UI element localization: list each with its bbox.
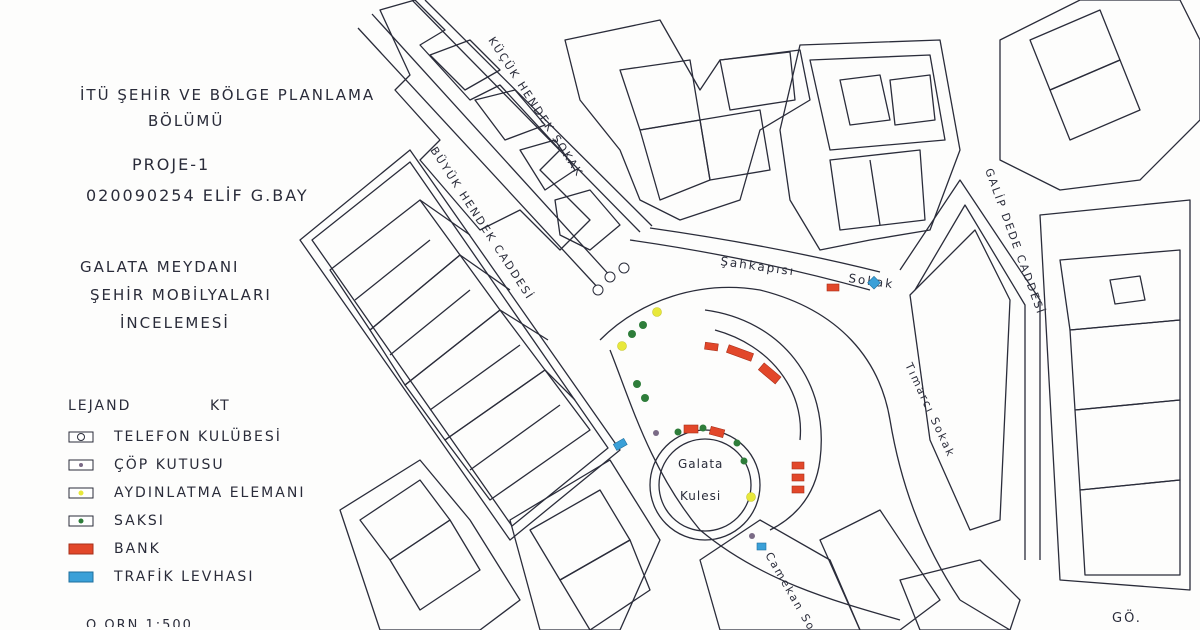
legend-heading: LEJAND [68, 398, 132, 414]
legend-row-lighting: AYDINLATMA ELEMANI [68, 483, 305, 503]
signature: GÖ. [1112, 609, 1142, 626]
lighting-icon [617, 341, 627, 351]
bench-icon [826, 283, 840, 292]
street-label-buyuk-hendek: BÜYÜK HENDEK CADDESİ [427, 145, 536, 303]
traffic-sign-icon [612, 437, 628, 451]
traffic-sign-icon [68, 571, 94, 583]
building [519, 139, 576, 191]
title-line-student: 020090254 ELİF G.BAY [86, 186, 309, 205]
bench-icon [68, 543, 94, 555]
building-block [1039, 199, 1191, 591]
legend-row-trash: ÇÖP KUTUSU [68, 455, 225, 475]
street-label-sahkapisi: Şahkapısı [720, 254, 796, 278]
trash-bin-icon [68, 459, 94, 471]
legend-label: BANK [114, 541, 161, 557]
tower-inner-ring [658, 438, 752, 532]
building-block [379, 0, 591, 251]
legend-row-traffic-sign: TRAFİK LEVHASI [68, 567, 254, 587]
street-edge [357, 27, 601, 291]
bench-icon [704, 341, 719, 352]
street-label-timarci: Tımarcı Sokak [902, 360, 958, 460]
building-block [999, 0, 1200, 191]
legend-label: TRAFİK LEVHASI [114, 569, 255, 585]
legend-row-bench: BANK [68, 539, 161, 559]
street-label-camekan: Camekan So [762, 550, 818, 630]
phone-booth-icon [604, 271, 616, 283]
title-line-university: İTÜ ŞEHİR VE BÖLGE PLANLAMA [80, 86, 376, 104]
legend-label: TELEFON KULÜBESİ [114, 429, 282, 445]
tower-label-line1: Galata [678, 457, 723, 471]
footer-partial-text: Ö ORN 1:500 [86, 618, 193, 633]
bench-icon [726, 344, 754, 362]
street-edge [411, 0, 641, 233]
subject-line3: İNCELEMESİ [120, 314, 230, 332]
bench-icon [683, 424, 699, 434]
building [474, 89, 546, 141]
subject-line2: ŞEHİR MOBİLYALARI [90, 286, 272, 304]
title-line-project: PROJE-1 [132, 155, 211, 174]
trash-bin-icon [749, 533, 755, 539]
tower-plaza-edge [704, 309, 822, 531]
building-block [299, 149, 621, 541]
building [554, 189, 621, 251]
bench-icon [708, 425, 726, 439]
phone-booth-icon [68, 431, 94, 443]
building [429, 39, 501, 91]
building-block [339, 459, 521, 630]
lighting-icon [746, 492, 756, 502]
building-block [564, 19, 811, 221]
planter-icon [628, 330, 636, 338]
trash-bin-icon [653, 430, 659, 436]
planter-icon [639, 321, 647, 329]
bench-icon [757, 362, 782, 385]
bench-icon [791, 473, 805, 482]
planter-icon [633, 380, 641, 388]
planter-icon [733, 439, 741, 447]
traffic-sign-icon [756, 542, 767, 551]
planter-icon [674, 428, 682, 436]
legend-label: AYDINLATMA ELEMANI [114, 485, 306, 501]
building-block [509, 459, 661, 630]
bench-icon [791, 485, 805, 494]
street-label-galip-dede: GALİP DEDE CADDESİ [982, 167, 1047, 317]
legend-row-phone: TELEFON KULÜBESİ [68, 427, 282, 447]
legend-heading-extra: KT [210, 398, 231, 414]
square-edge [599, 286, 961, 601]
planter-icon [641, 394, 649, 402]
legend-label: SAKSI [114, 513, 165, 529]
planter-icon [68, 515, 94, 527]
planter-icon [699, 424, 707, 432]
subject-line1: GALATA MEYDANI [80, 258, 240, 276]
traffic-sign-icon [867, 275, 881, 290]
legend-row-planter: SAKSI [68, 511, 165, 531]
title-line-department: BÖLÜMÜ [148, 112, 225, 130]
phone-booth-icon [618, 262, 630, 274]
legend-label: ÇÖP KUTUSU [114, 457, 225, 473]
street-edge [371, 13, 613, 279]
lighting-icon [68, 487, 94, 499]
tower-label-line2: Kulesi [680, 489, 721, 503]
planter-icon [740, 457, 748, 465]
street-edge [424, 0, 653, 227]
building-block [909, 229, 1011, 531]
building-block [779, 39, 961, 251]
tower-outer-ring [649, 429, 761, 541]
lighting-icon [652, 307, 662, 317]
bench-icon [791, 461, 805, 470]
street-label-kucuk-hendek: KÜÇÜK HENDEK SOKAK [485, 35, 585, 180]
phone-booth-icon [592, 284, 604, 296]
